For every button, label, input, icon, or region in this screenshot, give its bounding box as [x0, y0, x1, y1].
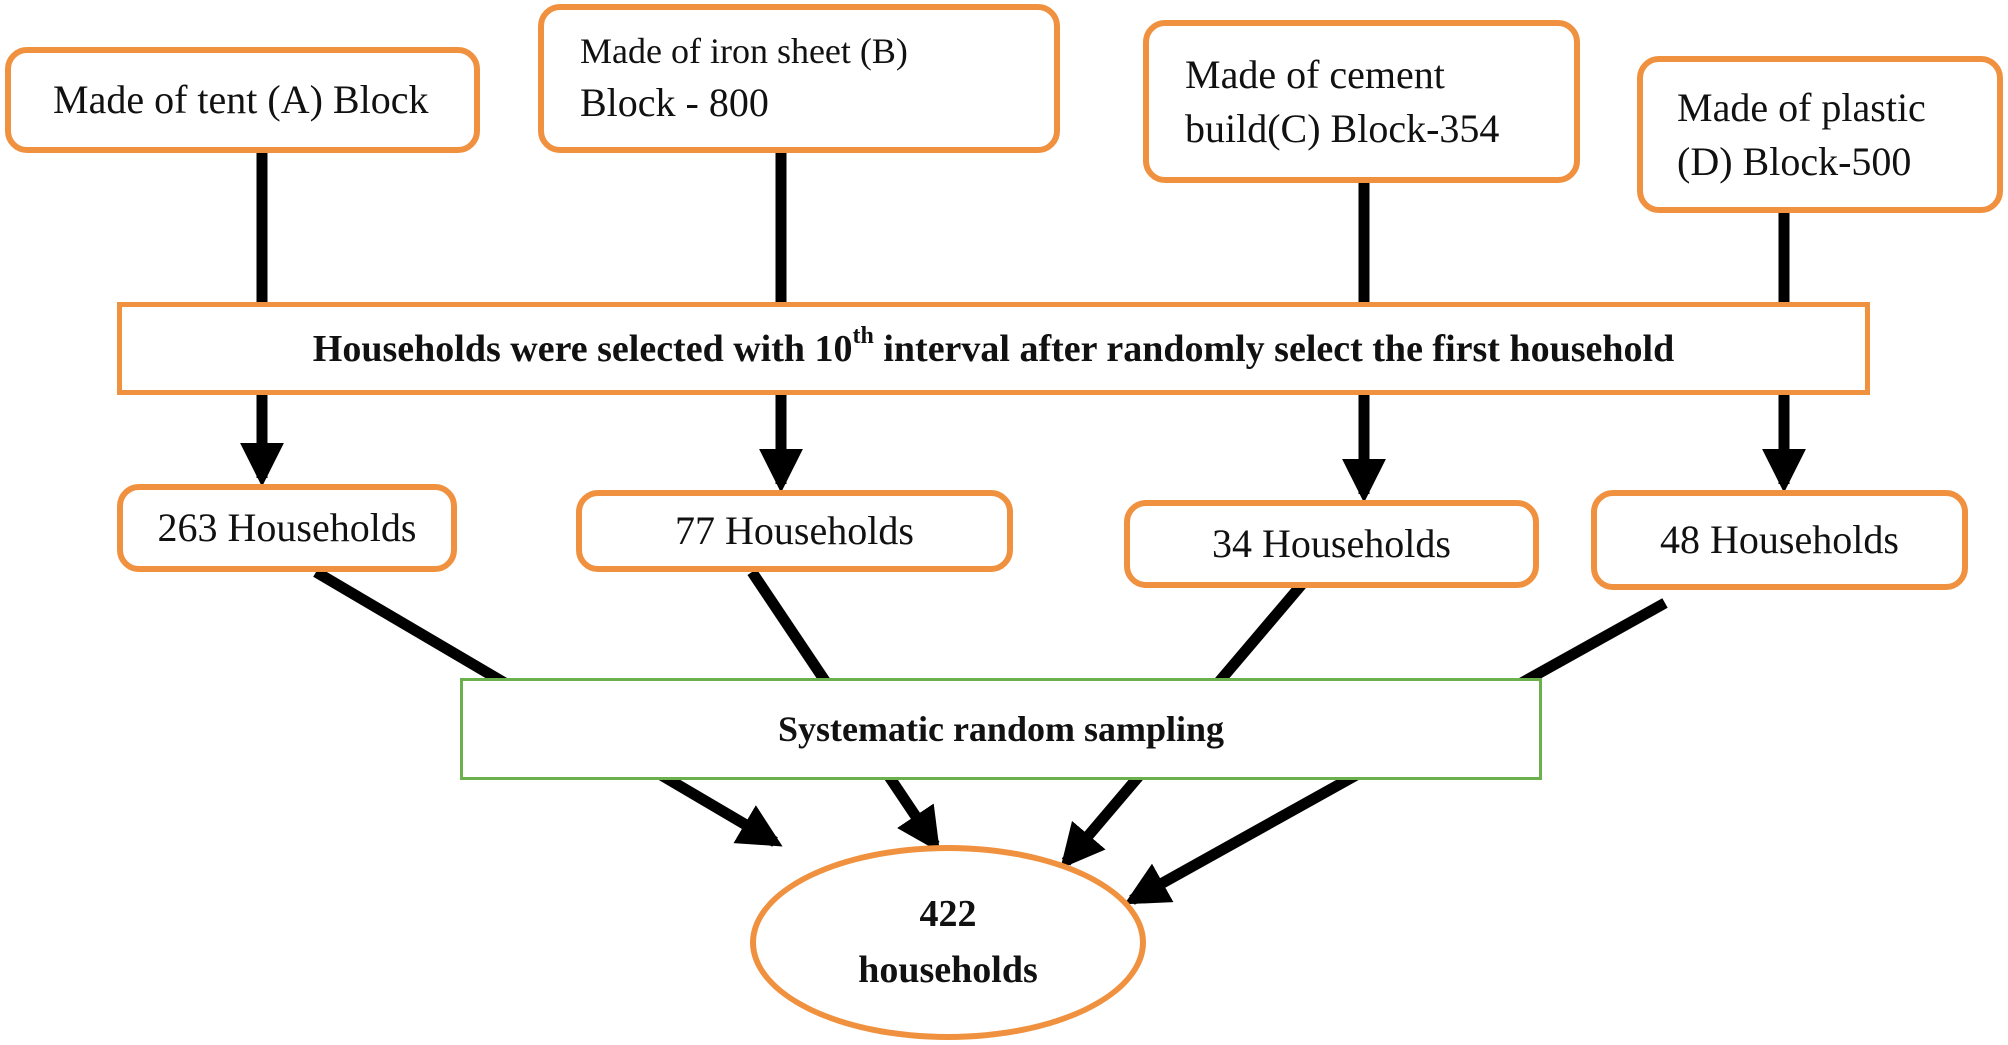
households-a-box: 263 Households	[117, 484, 457, 572]
block-d-line1: Made of plastic	[1677, 84, 1926, 130]
households-a-label: 263 Households	[157, 505, 417, 550]
selection-rule-text: Households were selected with 10th inter…	[312, 322, 1675, 370]
households-c-label: 34 Households	[1212, 521, 1451, 566]
households-d-box: 48 Households	[1591, 490, 1968, 590]
total-count: 422	[919, 893, 977, 936]
block-b-box: Made of iron sheet (B) Block - 800	[538, 4, 1060, 153]
block-b-line2: Block - 800	[580, 79, 769, 125]
selection-rule-bar: Households were selected with 10th inter…	[117, 302, 1870, 395]
block-a-label: Made of tent (A) Block	[53, 77, 429, 122]
households-c-box: 34 Households	[1124, 500, 1539, 588]
block-c-line1: Made of cement	[1185, 51, 1445, 97]
households-b-label: 77 Households	[675, 508, 914, 553]
block-d-line2: (D) Block-500	[1677, 138, 1912, 184]
households-d-label: 48 Households	[1660, 517, 1899, 562]
block-c-box: Made of cement build(C) Block-354	[1143, 20, 1580, 183]
total-households-oval: 422 households	[750, 845, 1146, 1040]
total-unit: households	[858, 948, 1038, 991]
block-a-box: Made of tent (A) Block	[5, 47, 480, 153]
households-b-box: 77 Households	[576, 490, 1013, 572]
sampling-method-label: Systematic random sampling	[777, 709, 1224, 749]
block-c-line2: build(C) Block-354	[1185, 105, 1500, 151]
sampling-method-box: Systematic random sampling	[460, 678, 1542, 780]
block-b-line1: Made of iron sheet (B)	[580, 31, 908, 72]
block-d-box: Made of plastic (D) Block-500	[1637, 56, 2003, 213]
